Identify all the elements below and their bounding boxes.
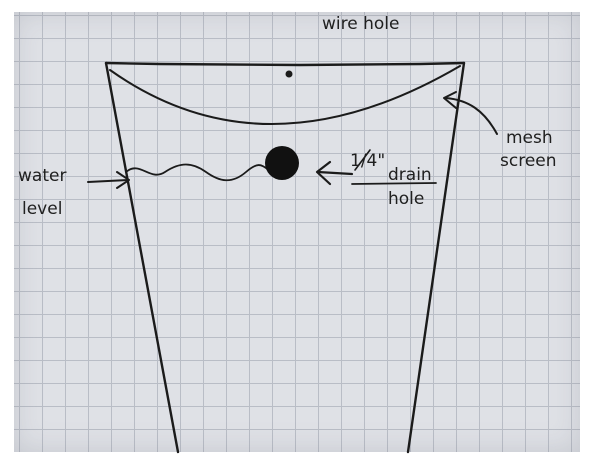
cup-right-wall: [406, 61, 466, 454]
level-label: level: [22, 199, 62, 219]
drain-label: drain: [388, 165, 432, 185]
wire-hole-label: wire hole: [322, 14, 399, 34]
drain-fraction-label: 1/4": [350, 151, 385, 171]
screen-label: screen: [500, 151, 557, 171]
hole-label: hole: [388, 189, 424, 209]
cup-left-wall: [104, 61, 180, 454]
wire-hole-dot: [285, 70, 293, 78]
drain-hole: [265, 146, 299, 180]
drain-arrowhead: [315, 160, 332, 186]
water-level-arrowhead: [116, 171, 130, 189]
water-level-arrow: [87, 179, 129, 183]
mesh-label: mesh: [506, 128, 553, 148]
water-level-line: [125, 163, 273, 182]
mesh-screen-curve: [109, 65, 461, 125]
graph-paper: [14, 12, 580, 452]
water-label: water: [18, 166, 66, 186]
mesh-arrowhead: [443, 91, 457, 109]
mesh-arrow: [445, 97, 498, 135]
cup-rim: [104, 61, 466, 67]
fraction-bar: [354, 149, 371, 171]
drain-arrow: [316, 170, 354, 176]
drain-underline: [351, 182, 437, 185]
